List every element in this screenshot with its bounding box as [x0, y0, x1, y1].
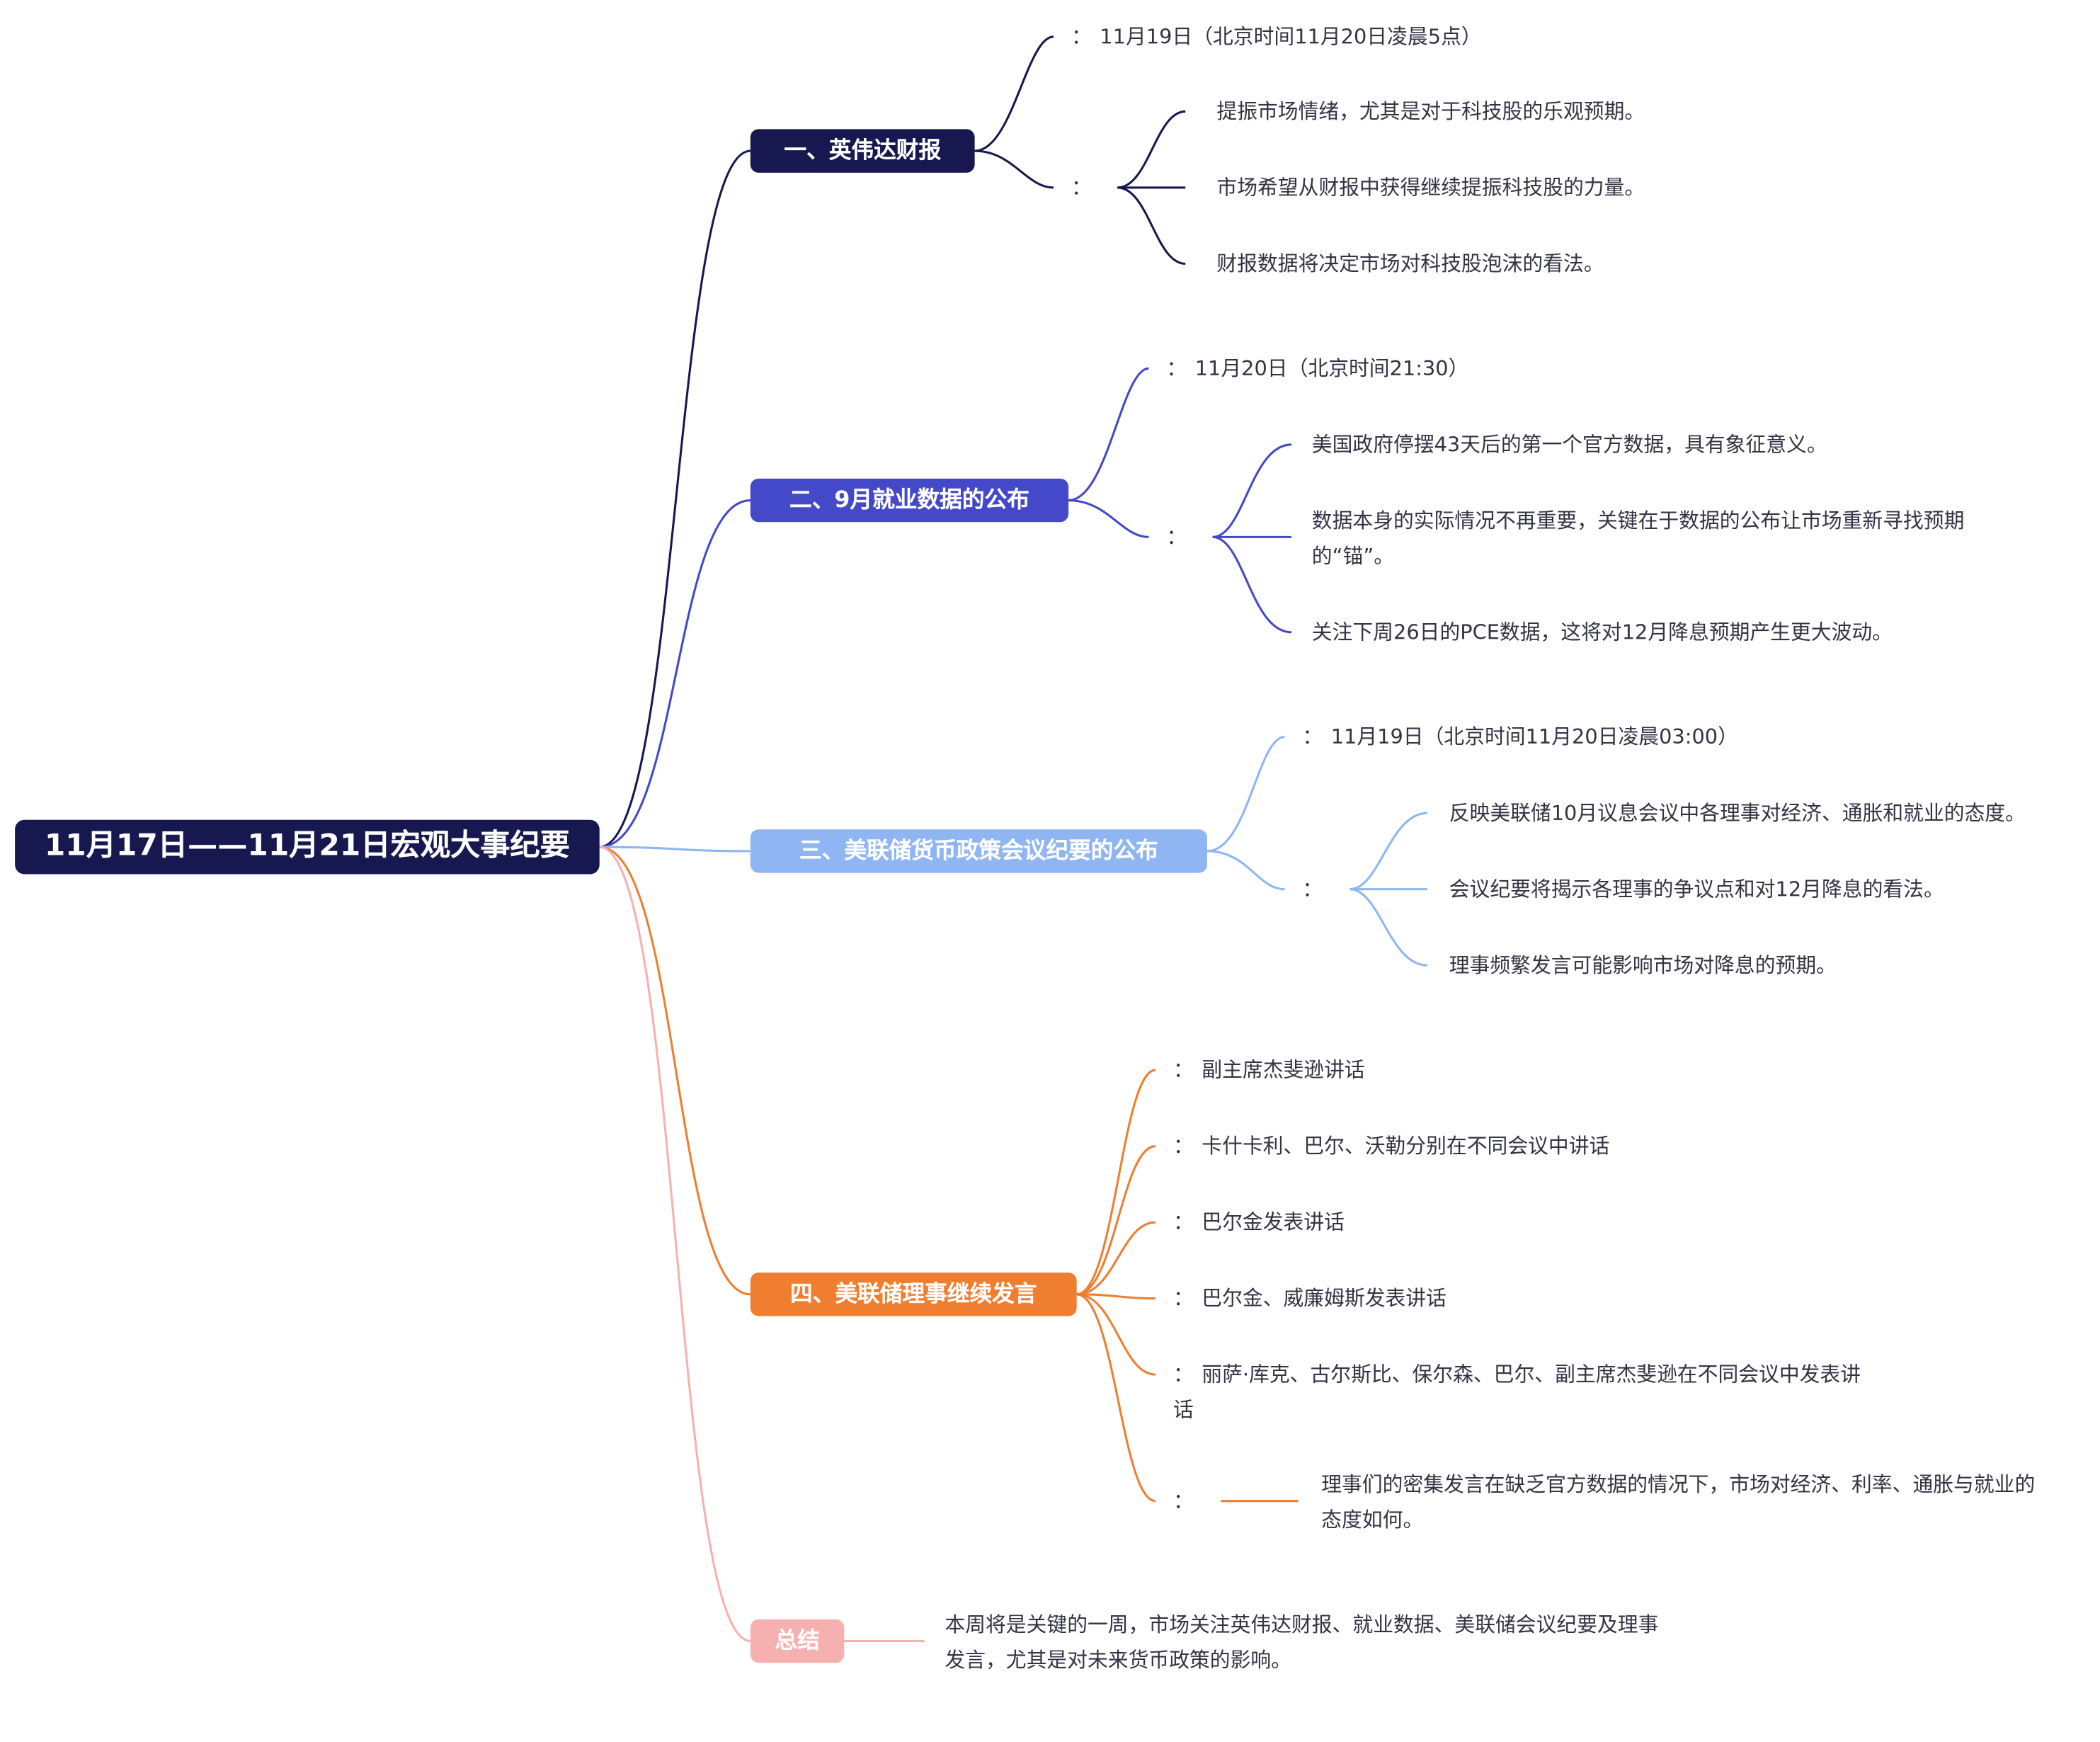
b1-impact-item-2[interactable]: 市场希望从财报中获得继续提振科技股的力量。 — [1216, 175, 1645, 200]
b1-time-node[interactable]: ： 11月19日（北京时间11月20日凌晨5点） — [1071, 19, 1482, 55]
link-root-b3 — [599, 846, 751, 853]
b4-speech-4-text: 巴尔金、威廉姆斯发表讲话 — [1202, 1286, 1446, 1311]
colon-mark: ： — [1172, 1362, 1194, 1387]
b3-impact-item-1[interactable]: 反映美联储10月议息会议中各理事对经济、通胀和就业的态度。 — [1449, 800, 2026, 826]
link-b4-s5 — [1076, 1293, 1156, 1376]
b4-focus-node[interactable]: ： — [1172, 1488, 1194, 1513]
link-b2-impact — [1068, 499, 1149, 538]
b1-time-text: 11月19日（北京时间11月20日凌晨5点） — [1100, 24, 1482, 50]
b3-impact-item-2[interactable]: 会议纪要将揭示各理事的争议点和对12月降息的看法。 — [1449, 877, 1944, 901]
link-b3-time — [1206, 736, 1285, 853]
link-root-b5 — [599, 846, 751, 1642]
b4-focus-text[interactable]: 理事们的密集发言在缺乏官方数据的情况下，市场对经济、利率、通胀与就业的态度如何。 — [1321, 1472, 2036, 1532]
branch-summary[interactable]: 总结 — [750, 1619, 845, 1663]
link-b3-impact — [1206, 850, 1285, 891]
b4-speech-2[interactable]: ： 卡什卡利、巴尔、沃勒分别在不同会议中讲话 — [1173, 1129, 1609, 1164]
colon-mark: ： — [1166, 356, 1187, 381]
link-b1-i1 — [1117, 110, 1186, 189]
b2-time-text: 11月20日（北京时间21:30） — [1194, 356, 1469, 381]
b2-impact-item-1[interactable]: 美国政府停摆43天后的第一个官方数据，具有象征意义。 — [1311, 432, 1827, 457]
b3-impact-node[interactable]: ： — [1302, 877, 1323, 901]
b4-speech-5[interactable]: ：丽萨·库克、古尔斯比、保尔森、巴尔、副主席杰斐逊在不同会议中发表讲话 — [1173, 1357, 1880, 1428]
b4-speech-5-text: 丽萨·库克、古尔斯比、保尔森、巴尔、副主席杰斐逊在不同会议中发表讲话 — [1172, 1362, 1861, 1423]
link-b4-s1 — [1076, 1069, 1156, 1296]
branch-fomc-minutes[interactable]: 三、美联储货币政策会议纪要的公布 — [750, 829, 1207, 873]
b1-impact-item-1[interactable]: 提振市场情绪，尤其是对于科技股的乐观预期。 — [1216, 99, 1645, 124]
colon-mark: ： — [1172, 1286, 1194, 1311]
colon-mark: ： — [1172, 1057, 1194, 1083]
link-b3-i1 — [1349, 812, 1428, 891]
link-b1-i3 — [1117, 186, 1186, 266]
colon-mark: ： — [1302, 724, 1323, 749]
b4-speech-3-text: 巴尔金发表讲话 — [1202, 1209, 1345, 1235]
b4-speech-3[interactable]: ： 巴尔金发表讲话 — [1173, 1205, 1345, 1240]
b4-speech-4[interactable]: ： 巴尔金、威廉姆斯发表讲话 — [1173, 1281, 1446, 1316]
link-b4-focus — [1076, 1293, 1156, 1503]
b4-speech-1[interactable]: ： 副主席杰斐逊讲话 — [1173, 1052, 1365, 1088]
link-b1-time — [974, 35, 1054, 152]
b2-impact-node[interactable]: ： — [1166, 525, 1187, 550]
branch-nvidia-earnings[interactable]: 一、英伟达财报 — [750, 129, 975, 173]
link-b1-impact — [974, 149, 1054, 189]
b4-speech-1-text: 副主席杰斐逊讲话 — [1202, 1057, 1365, 1083]
link-b4-s4 — [1076, 1293, 1156, 1300]
colon-mark: ： — [1172, 1209, 1194, 1235]
b1-impact-node[interactable]: ： — [1071, 175, 1092, 200]
colon-mark: ： — [1071, 24, 1092, 50]
colon-mark: ： — [1172, 1134, 1194, 1159]
branch-fed-officials-speeches[interactable]: 四、美联储理事继续发言 — [750, 1273, 1077, 1316]
root-topic[interactable]: 11月17日——11月21日宏观大事纪要 — [15, 819, 600, 875]
b4-speech-2-text: 卡什卡利、巴尔、沃勒分别在不同会议中讲话 — [1202, 1134, 1610, 1159]
branch-september-jobs-data[interactable]: 二、9月就业数据的公布 — [750, 478, 1069, 523]
b3-impact-item-3[interactable]: 理事频繁发言可能影响市场对降息的预期。 — [1449, 952, 1837, 978]
summary-text[interactable]: 本周将是关键的一周，市场关注英伟达财报、就业数据、美联储会议纪要及理事发言，尤其… — [945, 1612, 1659, 1673]
link-b4-s2 — [1076, 1145, 1156, 1296]
link-b3-i3 — [1349, 888, 1428, 967]
link-b2-i1 — [1212, 443, 1292, 538]
b1-impact-item-3[interactable]: 财报数据将决定市场对科技股泡沫的看法。 — [1216, 251, 1604, 276]
b2-time-node[interactable]: ： 11月20日（北京时间21:30） — [1166, 351, 1468, 386]
link-root-b4 — [599, 846, 751, 1296]
link-root-b2 — [599, 499, 751, 848]
link-b2-i3 — [1212, 535, 1292, 634]
link-b4-s3 — [1076, 1221, 1156, 1296]
b3-time-node[interactable]: ： 11月19日（北京时间11月20日凌晨03:00） — [1302, 719, 1738, 755]
link-b2-time — [1068, 367, 1149, 502]
link-root-b1 — [599, 149, 751, 848]
b2-impact-item-3[interactable]: 关注下周26日的PCE数据，这将对12月降息预期产生更大波动。 — [1311, 620, 1893, 645]
b2-impact-item-2[interactable]: 数据本身的实际情况不再重要，关键在于数据的公布让市场重新寻找预期的“锚”。 — [1311, 508, 1965, 569]
b3-time-text: 11月19日（北京时间11月20日凌晨03:00） — [1330, 724, 1738, 749]
